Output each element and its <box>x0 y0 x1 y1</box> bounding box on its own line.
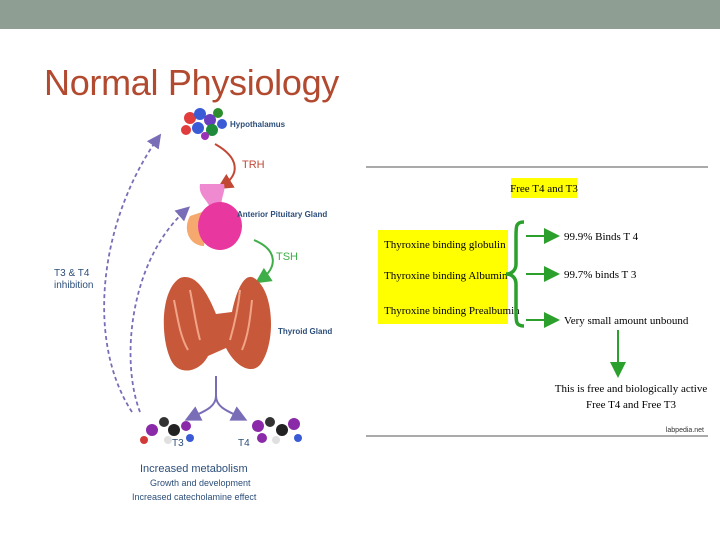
bracket-icon <box>505 220 525 328</box>
feedback-label-line2: inhibition <box>54 280 93 291</box>
free-header-box <box>511 178 577 198</box>
hypothalamus-icon <box>181 108 227 140</box>
tsh-label: TSH <box>276 251 298 263</box>
pituitary-gland-icon <box>186 184 242 250</box>
hypothalamus-label: Hypothalamus <box>230 120 286 129</box>
hpt-axis-diagram: Hypothalamus TRH Anterior Pituitary Glan… <box>54 108 332 502</box>
protein-prealbumin: Thyroxine binding Prealbumin <box>384 305 520 317</box>
binds-t4: 99.9% Binds T 4 <box>564 231 639 243</box>
unbound-amount: Very small amount unbound <box>564 315 689 327</box>
release-arrow-t4 <box>215 395 248 421</box>
trh-arrow <box>214 143 236 190</box>
thyroid-label: Thyroid Gland <box>278 327 332 336</box>
release-arrow-t3 <box>184 376 217 421</box>
active-line2: Free T4 and Free T3 <box>586 399 677 411</box>
slide-title: Normal Physiology <box>44 62 340 103</box>
feedback-label-line1: T3 & T4 <box>54 268 90 279</box>
feedback-arrow-pituitary <box>129 206 191 413</box>
watermark: labpedia.net <box>666 427 704 434</box>
t4-molecule-icon <box>252 417 302 444</box>
protein-albumin: Thyroxine binding Albumin <box>384 270 508 282</box>
pituitary-label: Anterior Pituitary Gland <box>237 210 327 219</box>
t3-molecule-icon <box>140 417 194 444</box>
t3-label: T3 <box>172 438 184 449</box>
protein-tbg: Thyroxine binding globulin <box>384 239 506 251</box>
free-header: Free T4 and T3 <box>510 183 578 195</box>
top-banner <box>0 0 720 29</box>
trh-label: TRH <box>242 159 265 171</box>
effect-catecholamine: Increased catecholamine effect <box>132 492 257 502</box>
active-line1: This is free and biologically active <box>555 383 708 395</box>
binds-t3: 99.7% binds T 3 <box>564 269 637 281</box>
t4-label: T4 <box>238 438 250 449</box>
binding-proteins-diagram: Free T4 and T3 Thyroxine binding globuli… <box>366 166 708 437</box>
effect-growth: Growth and development <box>150 478 251 488</box>
tsh-arrow <box>253 239 274 284</box>
effect-metabolism: Increased metabolism <box>140 463 248 475</box>
proteins-box <box>378 230 508 324</box>
thyroid-gland-icon <box>163 276 272 371</box>
